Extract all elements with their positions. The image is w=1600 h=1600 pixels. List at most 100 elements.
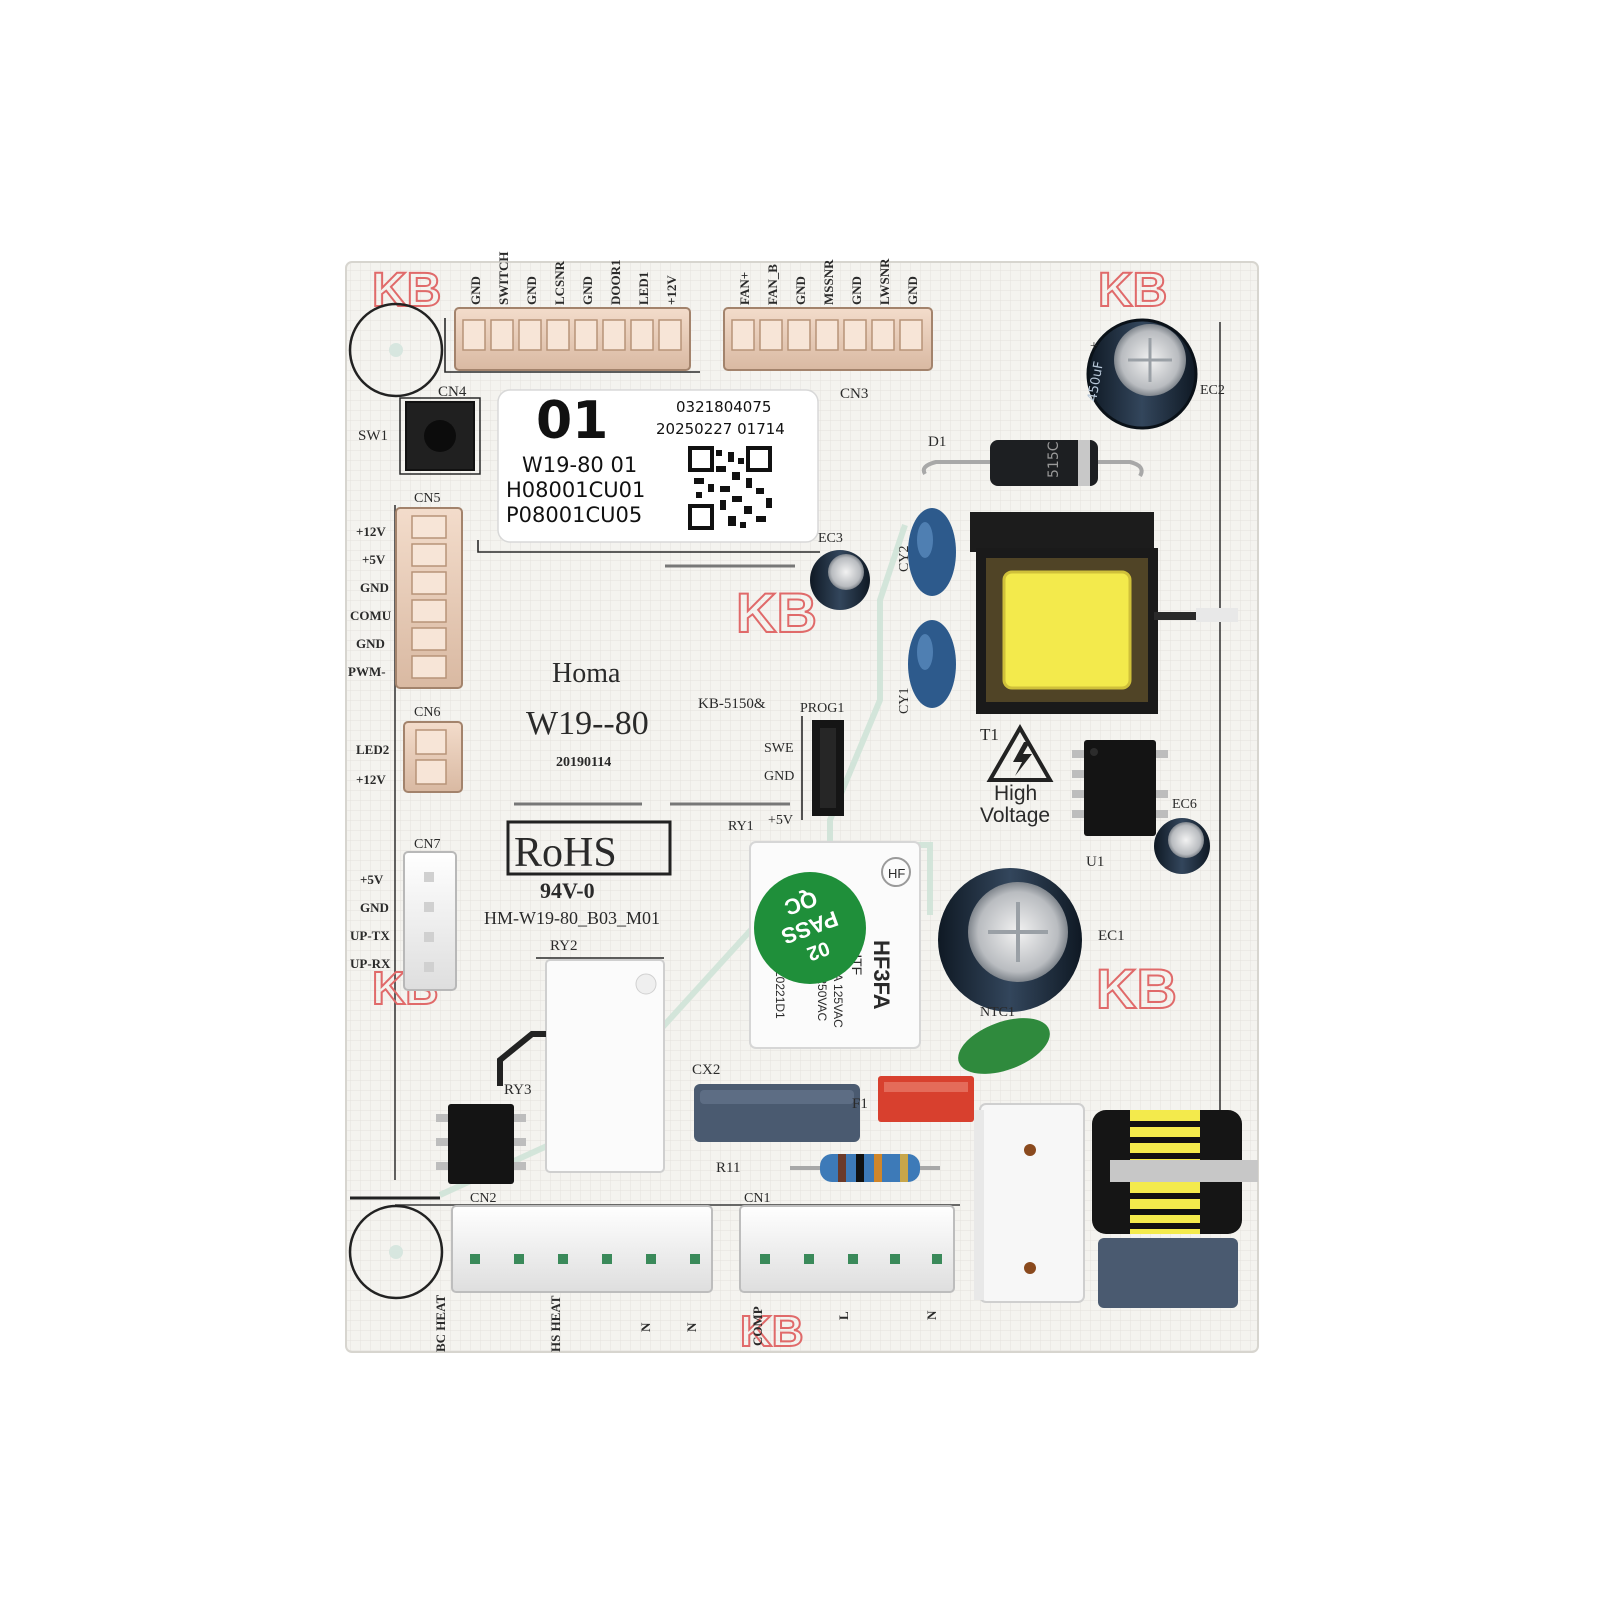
t1-label: T1 [980,725,999,744]
svg-text:W19-80 01: W19-80 01 [522,453,637,477]
svg-text:GND: GND [360,900,389,915]
ic-ry3 [436,1031,546,1184]
cn1-label: CN1 [744,1191,770,1206]
flammability-text: 94V-0 [540,878,595,903]
svg-text:UP-RX: UP-RX [350,956,391,971]
cn3-label: CN3 [840,386,868,402]
svg-text:LED1: LED1 [636,272,651,305]
prog1-pin-label: +5V [768,813,793,828]
switch-sw1 [399,397,481,475]
high-voltage-text: High [994,782,1037,805]
mounting-hole [348,1196,444,1300]
sw1-label: SW1 [358,428,388,444]
connector-cn7 [403,851,457,991]
svg-text:HF: HF [888,866,905,881]
u1-label: U1 [1086,854,1104,870]
capacitor-ec2: 450uF [1085,318,1198,430]
svg-text:MSSNR: MSSNR [821,259,836,305]
svg-text:20221D1: 20221D1 [773,970,787,1019]
kb-mark: KB [1098,264,1167,317]
silkscreen-outline [477,540,820,553]
high-voltage-text: Voltage [980,804,1050,827]
label-sticker: 01 0321804075 20250227 01714 W19-80 01 H… [497,389,819,543]
f1-label: F1 [852,1096,868,1112]
ec6-label: EC6 [1172,797,1197,812]
ec3-label: EC3 [818,531,843,546]
connector-cn2 [451,1205,713,1293]
rohs-mark: RoHS [506,820,672,876]
cn5-label: CN5 [414,491,440,506]
svg-text:LED2: LED2 [356,742,389,757]
qc-pass-sticker: 02 PASS QC [754,872,866,984]
svg-text:DOOR1: DOOR1 [608,260,623,306]
kb-code-text: KB-5150& [698,696,766,712]
svg-text:GND: GND [360,580,389,595]
svg-text:0321804075: 0321804075 [676,398,771,416]
svg-text:01: 01 [536,391,608,451]
svg-text:PWM-: PWM- [348,664,386,679]
svg-text:SWITCH: SWITCH [496,252,511,305]
svg-text:+12V: +12V [664,275,679,305]
cn7-label: CN7 [414,837,440,852]
svg-text:P08001CU05: P08001CU05 [506,503,642,527]
brand-text: Homa [552,658,621,689]
qr-code-icon [688,446,772,530]
svg-text:+5V: +5V [360,872,384,887]
svg-text:FAN+: FAN+ [737,272,752,305]
svg-text:GND: GND [356,636,385,651]
kb-mark: KB [740,1307,804,1356]
kb-mark: KB [736,581,817,644]
common-mode-choke [1092,1110,1258,1308]
svg-text:COMU: COMU [350,608,392,623]
svg-text:LCSNR: LCSNR [552,260,567,305]
cn7-pin-labels: +5V GND UP-TX UP-RX [350,872,391,971]
svg-text:GND: GND [905,276,920,305]
prog1-label: PROG1 [800,701,844,716]
relay-ry2 [536,957,665,1173]
svg-text:450uF: 450uF [1085,360,1107,403]
thermistor-ntc1 [958,1018,1050,1074]
board-code-text: HM-W19-80_B03_M01 [484,908,660,928]
svg-text:N: N [924,1310,939,1320]
cn2-label: CN2 [470,1191,496,1206]
prog1-pin-label: GND [764,769,794,784]
svg-text:H08001CU01: H08001CU01 [506,478,645,502]
svg-text:N: N [684,1322,699,1332]
svg-text:LWSNR: LWSNR [877,258,892,305]
cn4-label: CN4 [438,384,467,400]
header-prog1 [801,716,844,820]
svg-text:BC HEAT: BC HEAT [433,1294,448,1352]
polarity-plus: + [1090,339,1098,354]
cn1-pin-labels: COMP L N [750,1306,939,1346]
svg-text:+5V: +5V [362,552,386,567]
cn2-pin-labels: BC HEAT HS HEAT N N [433,1294,699,1352]
svg-text:HF3FA: HF3FA [869,940,894,1010]
capacitor-ec6 [1154,818,1210,874]
cn6-pin-labels: LED2 +12V [356,742,389,787]
capacitor-ec3 [810,550,870,610]
kb-mark: KB [372,264,441,317]
ry1-label: RY1 [728,819,754,834]
cn4-pin-labels: GND SWITCH GND LCSNR GND DOOR1 LED1 +12V [468,252,679,305]
r11-label: R11 [716,1160,740,1176]
high-voltage-icon [986,723,1054,782]
capacitor-ec1 [938,868,1082,1012]
svg-text:HS HEAT: HS HEAT [548,1295,563,1352]
svg-text:20250227 01714: 20250227 01714 [656,420,785,438]
transformer-t1 [970,512,1238,714]
film-capacitor-cx2 [694,1084,860,1142]
d1-label: D1 [928,434,946,450]
svg-text:RoHS: RoHS [514,830,617,876]
svg-text:FAN_B: FAN_B [765,264,780,305]
ec1-label: EC1 [1098,928,1125,944]
svg-text:GND: GND [524,276,539,305]
cn6-label: CN6 [414,705,440,720]
y-capacitor-cy1 [908,620,956,708]
connector-cn5 [395,507,463,689]
connector-cn1 [739,1205,955,1293]
cx2-label: CX2 [692,1062,720,1078]
y-capacitor-cy2 [908,508,956,596]
model-text: W19--80 [526,705,649,742]
ec2-label: EC2 [1200,383,1225,398]
